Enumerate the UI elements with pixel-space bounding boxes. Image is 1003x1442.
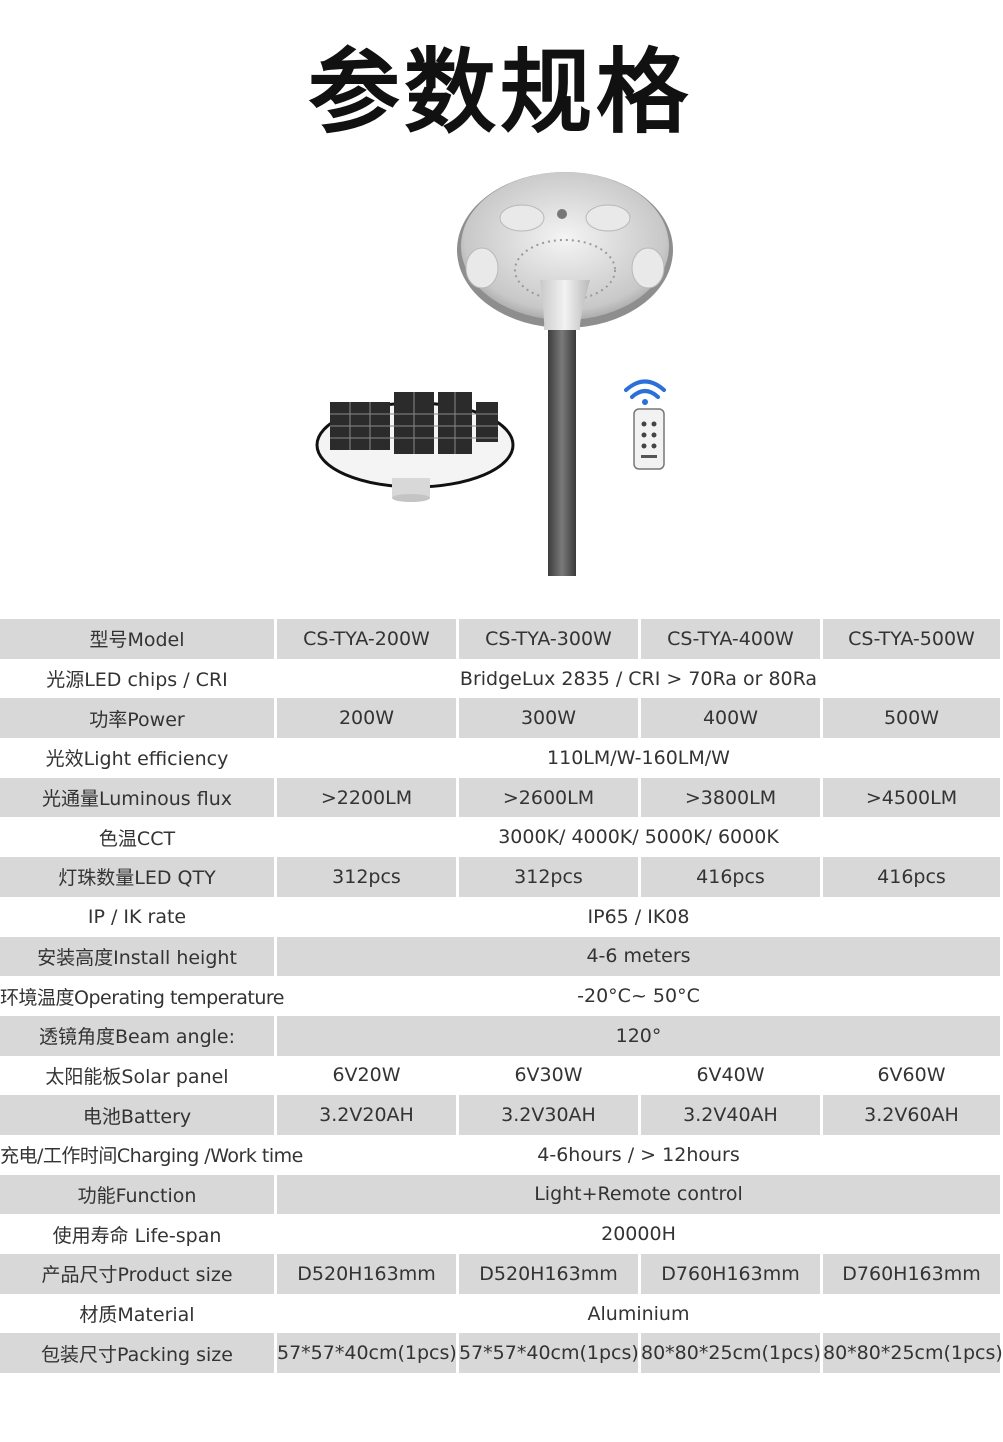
remote-control-icon [633, 408, 665, 470]
table-cell: 80*80*25cm(1pcs) [820, 1333, 1003, 1374]
table-cell: >4500LM [820, 777, 1000, 818]
table-cell: 3.2V20AH [274, 1095, 456, 1135]
wifi-signal-icon [624, 379, 666, 405]
table-cell: 300W [456, 698, 638, 739]
row-label: 充电/工作时间Charging /Work time [0, 1134, 303, 1175]
table-cell: >2200LM [274, 777, 456, 818]
row-label: 太阳能板Solar panel [0, 1055, 274, 1096]
table-cell-span: IP65 / IK08 [274, 896, 1000, 937]
table-cell: 3.2V40AH [638, 1095, 820, 1135]
table-cell: 6V40W [638, 1055, 820, 1096]
row-label: 光效Light efficiency [0, 738, 274, 778]
table-cell: D760H163mm [638, 1254, 820, 1294]
table-cell-span: 3000K/ 4000K/ 5000K/ 6000K [274, 817, 1000, 858]
row-label: 材质Material [0, 1293, 274, 1334]
table-cell: 200W [274, 698, 456, 739]
row-label: 环境温度Operating temperature [0, 976, 284, 1016]
table-cell: 6V20W [274, 1055, 456, 1096]
row-label: 安装高度Install height [0, 936, 274, 977]
table-cell-span: 4-6 meters [274, 936, 1000, 977]
table-cell: CS-TYA-500W [820, 619, 1000, 659]
row-label: 光通量Luminous flux [0, 777, 274, 818]
table-cell-span: 4-6hours / > 12hours [274, 1134, 1000, 1175]
table-cell: CS-TYA-400W [638, 619, 820, 659]
table-cell: D520H163mm [274, 1254, 456, 1294]
table-cell-span: 20000H [274, 1214, 1000, 1254]
table-cell: CS-TYA-300W [456, 619, 638, 659]
table-cell: 3.2V30AH [456, 1095, 638, 1135]
table-row: 光通量Luminous flux>2200LM>2600LM>3800LM>45… [0, 777, 1000, 818]
table-cell: 57*57*40cm(1pcs) [456, 1333, 639, 1374]
table-cell: D520H163mm [456, 1254, 638, 1294]
table-cell: 57*57*40cm(1pcs) [274, 1333, 457, 1374]
table-cell-span: Aluminium [274, 1293, 1000, 1334]
table-cell-span: Light+Remote control [274, 1174, 1000, 1215]
solar-street-light-image [315, 172, 673, 576]
table-cell: CS-TYA-200W [274, 619, 456, 659]
row-label: 色温CCT [0, 817, 274, 858]
table-cell: 312pcs [274, 857, 456, 897]
row-label: 包装尺寸Packing size [0, 1333, 274, 1374]
table-row: 环境温度Operating temperature-20°C~ 50°C [0, 976, 1000, 1016]
table-cell: D760H163mm [820, 1254, 1000, 1294]
table-cell: >2600LM [456, 777, 638, 818]
table-cell: 80*80*25cm(1pcs) [638, 1333, 821, 1374]
row-label: 电池Battery [0, 1095, 274, 1135]
row-label: 功能Function [0, 1174, 274, 1215]
row-label: 透镜角度Beam angle: [0, 1015, 274, 1056]
table-cell: 6V30W [456, 1055, 638, 1096]
pole [548, 328, 576, 576]
solar-panel-image [315, 392, 515, 502]
table-cell: >3800LM [638, 777, 820, 818]
table-cell: 500W [820, 698, 1000, 739]
table-cell-span: BridgeLux 2835 / CRI > 70Ra or 80Ra [274, 658, 1000, 699]
page-title: 参数规格 [307, 39, 692, 146]
row-label: IP / IK rate [0, 896, 274, 937]
row-label: 光源LED chips / CRI [0, 658, 274, 699]
row-label: 型号Model [0, 619, 274, 659]
table-cell: 416pcs [638, 857, 820, 897]
table-row: 透镜角度Beam angle:120° [0, 1015, 1000, 1056]
row-label: 功率Power [0, 698, 274, 739]
table-cell-span: 120° [274, 1015, 1000, 1056]
table-cell: 3.2V60AH [820, 1095, 1000, 1135]
row-label: 使用寿命 Life-span [0, 1214, 274, 1254]
row-label: 产品尺寸Product size [0, 1254, 274, 1294]
table-cell-span: 110LM/W-160LM/W [274, 738, 1000, 778]
table-cell: 400W [638, 698, 820, 739]
table-cell: 312pcs [456, 857, 638, 897]
table-cell-span: -20°C~ 50°C [274, 976, 1000, 1016]
table-cell: 416pcs [820, 857, 1000, 897]
lamp-neck [540, 280, 590, 330]
row-label: 灯珠数量LED QTY [0, 857, 274, 897]
table-cell: 6V60W [820, 1055, 1000, 1096]
